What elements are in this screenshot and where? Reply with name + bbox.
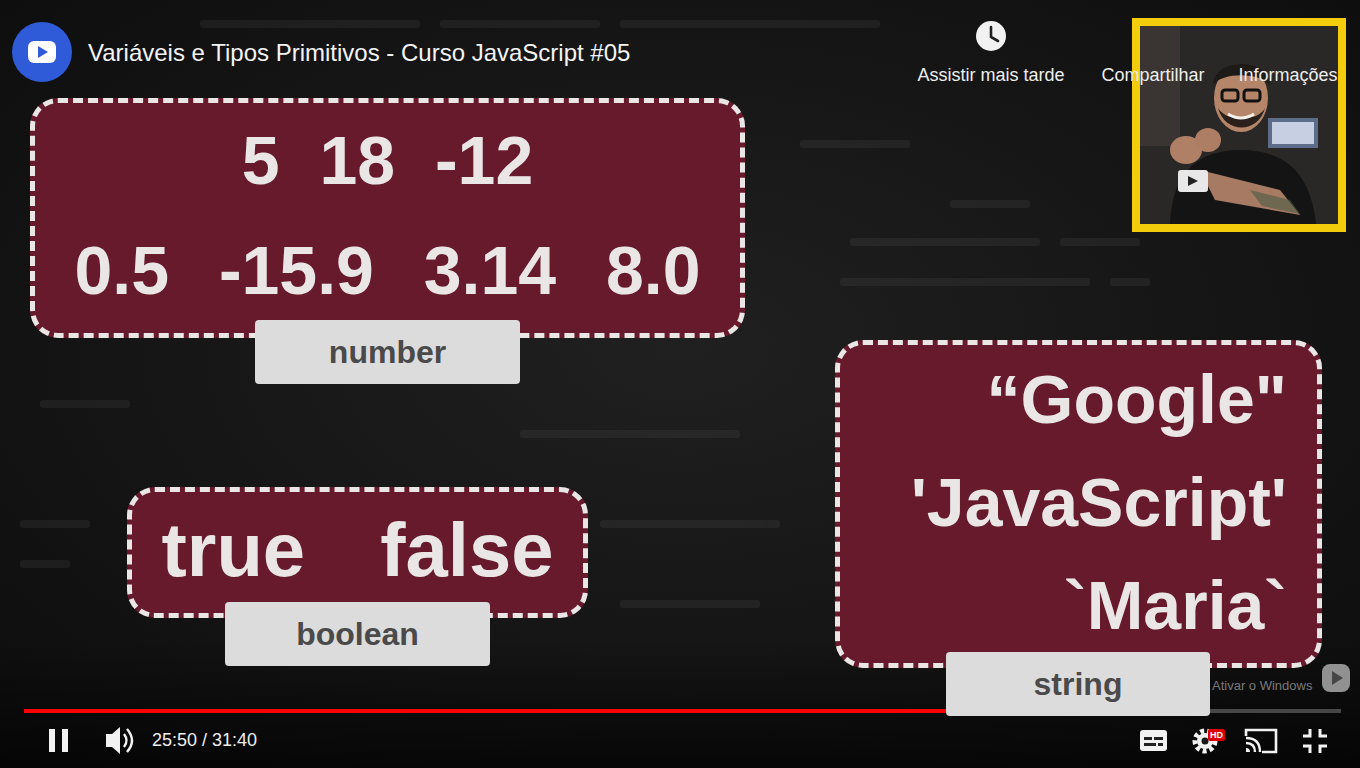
type-tag: string xyxy=(946,652,1210,716)
value-row: “Google" xyxy=(870,348,1287,451)
time-display: 25:50 / 31:40 xyxy=(152,730,257,751)
value-row: true false xyxy=(158,495,557,605)
value-text: “Google" xyxy=(987,348,1287,451)
type-box: “Google"'JavaScript'`Maria`string xyxy=(835,340,1322,668)
value-row: 5 18 -12 xyxy=(55,105,720,215)
value-text: 0.5 -15.9 3.14 8.0 xyxy=(74,215,700,325)
value-row: `Maria` xyxy=(870,554,1287,657)
value-text: `Maria` xyxy=(1064,554,1287,657)
value-text: true false xyxy=(162,495,554,605)
type-box: 5 18 -120.5 -15.9 3.14 8.0number xyxy=(30,98,745,338)
watch-later-label: Assistir mais tarde xyxy=(891,65,1091,86)
value-text: 5 18 -12 xyxy=(242,105,534,215)
value-row: 0.5 -15.9 3.14 8.0 xyxy=(55,215,720,325)
hd-badge: HD xyxy=(1208,729,1225,741)
value-row: 'JavaScript' xyxy=(870,451,1287,554)
type-tag: boolean xyxy=(225,602,490,666)
windows-watermark: Ativar o Windows xyxy=(1212,678,1312,693)
value-text: 'JavaScript' xyxy=(911,451,1287,554)
info-label: Informações xyxy=(1231,65,1345,86)
share-label: Compartilhar xyxy=(1083,65,1223,86)
video-title: Variáveis e Tipos Primitivos - Curso Jav… xyxy=(88,39,630,67)
type-tag: number xyxy=(255,320,520,384)
type-box: true falseboolean xyxy=(127,487,588,618)
